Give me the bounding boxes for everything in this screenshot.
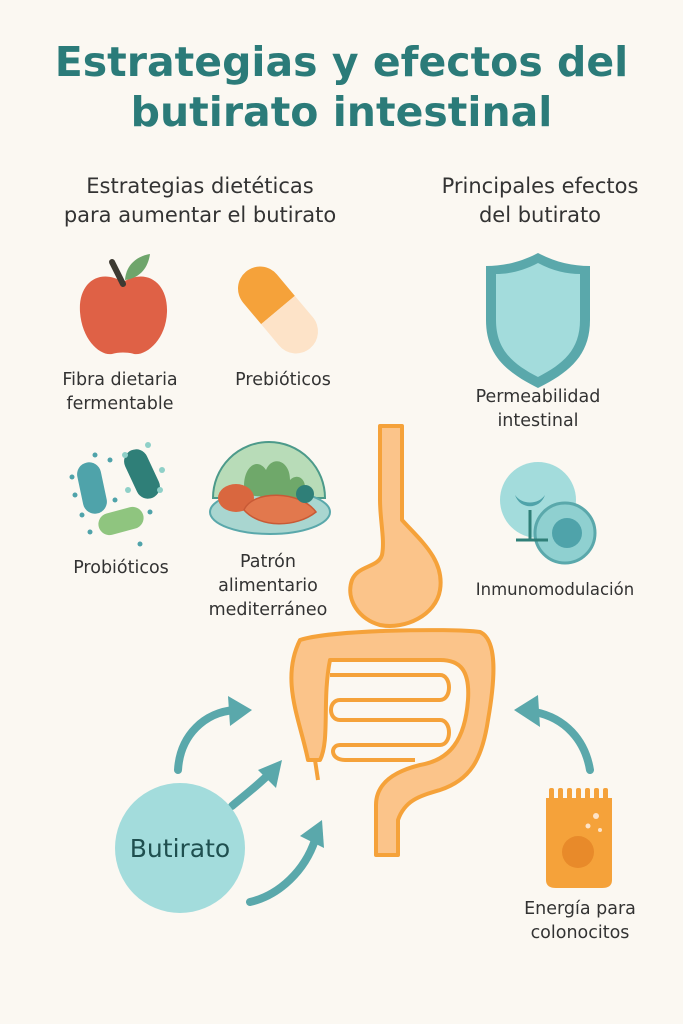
mediterranean-plate-icon — [209, 441, 331, 535]
effects-heading: Principales efectos del butirato — [400, 172, 680, 230]
capsule-icon — [238, 266, 318, 354]
colonocyte-icon — [546, 788, 612, 888]
shield-icon — [486, 253, 590, 388]
label-line: intestinal — [497, 411, 579, 431]
immune-cells-icon — [500, 462, 597, 565]
strategy-fiber-label: Fibra dietaria fermentable — [40, 368, 200, 416]
label-line: fermentable — [66, 394, 174, 414]
effect-immunomodulation-label: Inmunomodulación — [455, 578, 655, 602]
title-line-1: Estrategias y efectos del — [54, 38, 629, 86]
label-line: Energía para — [524, 899, 636, 919]
label-line: Patrón — [240, 552, 296, 572]
arrowhead-icon — [228, 695, 540, 848]
label-line: Probióticos — [73, 558, 169, 578]
label-line: Fibra dietaria — [62, 370, 178, 390]
label-line: Prebióticos — [235, 370, 331, 390]
apple-icon — [79, 254, 168, 355]
title-line-2: butirato intestinal — [130, 88, 553, 136]
label-line: alimentario — [218, 576, 318, 596]
strategies-heading-line-1: Estrategias dietéticas — [86, 174, 314, 198]
effects-heading-line-2: del butirato — [478, 203, 602, 227]
strategy-mediterranean-label: Patrón alimentario mediterráneo — [188, 550, 348, 622]
effects-heading-line-1: Principales efectos — [441, 174, 639, 198]
label-line: mediterráneo — [208, 600, 328, 620]
label-line: colonocitos — [530, 923, 630, 943]
label-line: Inmunomodulación — [475, 580, 635, 599]
arrow-icon — [174, 706, 594, 906]
butyrate-label: Butirato — [129, 833, 231, 863]
strategy-prebiotics-label: Prebióticos — [213, 368, 353, 392]
label-line: Permeabilidad — [475, 387, 601, 407]
effect-permeability-label: Permeabilidad intestinal — [448, 385, 628, 433]
strategies-heading-line-2: para aumentar el butirato — [63, 203, 337, 227]
strategy-probiotics-label: Probióticos — [50, 556, 192, 580]
page-title: Estrategias y efectos del butirato intes… — [0, 37, 683, 137]
strategies-heading: Estrategias dietéticas para aumentar el … — [20, 172, 380, 230]
effect-energy-label: Energía para colonocitos — [500, 897, 660, 945]
bacteria-icon — [69, 442, 165, 547]
butyrate-circle — [115, 783, 245, 913]
digestive-tract-icon — [289, 424, 496, 857]
